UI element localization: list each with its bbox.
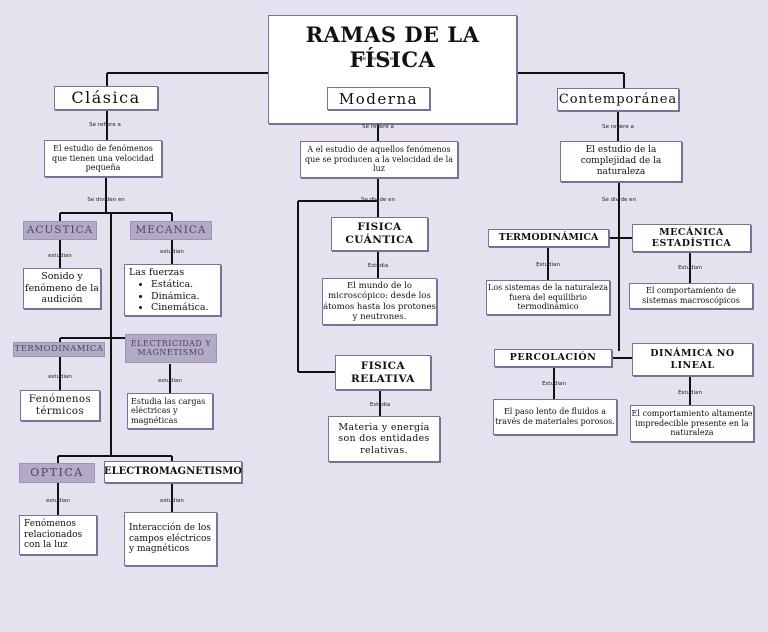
- dinamica-no-lineal-desc: El comportamiento altamente impredecible…: [630, 405, 754, 442]
- termodinamica-clasica-desc-text: Fenómenos térmicos: [28, 393, 92, 417]
- cuantica-box: FISICA CUÁNTICA: [331, 217, 428, 251]
- clasica-desc-text: El estudio de fenómenos que tienen una v…: [52, 144, 154, 173]
- list-item: Dinámica.: [151, 291, 220, 302]
- electricidad-box: ELECTRICIDAD Y MAGNETISMO: [125, 334, 217, 363]
- clasica-connector: Se refiere a: [89, 122, 121, 128]
- title-connector: Se dividen en: [359, 56, 397, 62]
- electricidad-label: ELECTRICIDAD Y MAGNETISMO: [130, 339, 212, 357]
- mecanica-estadistica-label: MECÁNICA ESTADÍSTICA: [651, 226, 732, 249]
- electricidad-connector: estudian: [158, 378, 182, 384]
- relativa-desc-text: Materia y energía son dos entidades rela…: [338, 421, 430, 456]
- acustica-connector: estudian: [48, 253, 72, 259]
- list-item: Estática.: [151, 279, 220, 290]
- cuantica-desc: El mundo de lo microscópico: desde los á…: [322, 278, 437, 325]
- percolacion-label: PERCOLACIÓN: [509, 352, 597, 364]
- clasica-divide-connector: Se dividen en: [87, 197, 125, 203]
- electromagnetismo-desc-text: Interacción de los campos eléctricos y m…: [129, 522, 212, 555]
- electromagnetismo-box: ELECTROMAGNETISMO: [104, 461, 242, 483]
- acustica-desc-text: Sonido y fenómeno de la audición: [25, 271, 99, 306]
- moderna-divide-connector: Se divide en: [361, 197, 395, 203]
- mecanica-estadistica-desc-text: El comportamiento de sistemas macroscópi…: [642, 286, 740, 305]
- electromagnetismo-connector: estudian: [160, 498, 184, 504]
- termodinamica-contemporanea-label: TERMODINÁMICA: [498, 232, 599, 244]
- electricidad-desc-text: Estudia las cargas eléctricas y magnétic…: [131, 396, 206, 425]
- mecanica-label: MECANICA: [135, 223, 207, 236]
- acustica-box: ACUSTICA: [23, 221, 97, 240]
- moderna-desc: A el estudio de aquellos fenómenos que s…: [300, 141, 458, 178]
- optica-desc: Fenómenos relacionados con la luz: [19, 515, 97, 555]
- dinamica-no-lineal-connector: Estudian: [678, 390, 702, 396]
- dinamica-no-lineal-desc-text: El comportamiento altamente impredecible…: [631, 409, 753, 438]
- moderna-desc-text: A el estudio de aquellos fenómenos que s…: [304, 145, 453, 174]
- mecanica-intro: Las fuerzas: [129, 267, 185, 278]
- contemporanea-divide-connector: Se divide en: [602, 197, 636, 203]
- optica-box: OPTICA: [19, 463, 95, 483]
- termodinamica-clasica-label: TERMODINAMICA: [14, 344, 104, 355]
- optica-connector: estudian: [46, 498, 70, 504]
- mecanica-box: MECANICA: [130, 221, 212, 240]
- relativa-label: FISICA RELATIVA: [351, 359, 415, 385]
- termodinamica-contemporanea-box: TERMODINÁMICA: [488, 229, 609, 247]
- percolacion-connector: Estudian: [542, 381, 566, 387]
- termodinamica-contemporanea-desc: Los sistemas de la naturaleza fuera del …: [486, 280, 610, 315]
- termodinamica-clasica-box: TERMODINAMICA: [13, 342, 105, 357]
- electromagnetismo-label: ELECTROMAGNETISMO: [104, 466, 242, 477]
- branch-moderna-label: Moderna: [338, 89, 419, 108]
- contemporanea-desc: El estudio de la complejidad de la natur…: [560, 141, 682, 182]
- cuantica-label: FISICA CUÁNTICA: [345, 221, 414, 246]
- clasica-desc: El estudio de fenómenos que tienen una v…: [44, 140, 162, 177]
- termodinamica-contemporanea-connector: Estudian: [536, 262, 560, 268]
- acustica-desc: Sonido y fenómeno de la audición: [23, 268, 101, 309]
- contemporanea-desc-text: El estudio de la complejidad de la natur…: [580, 145, 662, 177]
- mecanica-connector: estudian: [160, 249, 184, 255]
- percolacion-box: PERCOLACIÓN: [494, 349, 612, 367]
- dinamica-no-lineal-box: DINÁMICA NO LINEAL: [632, 343, 753, 376]
- mecanica-estadistica-connector: Estudian: [678, 265, 702, 271]
- dinamica-no-lineal-label: DINÁMICA NO LINEAL: [650, 348, 735, 371]
- relativa-connector: Estudia: [369, 402, 391, 408]
- electromagnetismo-desc: Interacción de los campos eléctricos y m…: [124, 512, 217, 566]
- relativa-box: FISICA RELATIVA: [335, 355, 431, 390]
- mecanica-estadistica-desc: El comportamiento de sistemas macroscópi…: [629, 283, 753, 309]
- percolacion-desc: El paso lento de fluidos a través de mat…: [493, 399, 617, 435]
- relativa-desc: Materia y energía son dos entidades rela…: [328, 416, 440, 462]
- cuantica-desc-text: El mundo de lo microscópico: desde los á…: [323, 281, 436, 322]
- contemporanea-connector: Se refiere a: [602, 124, 634, 130]
- cuantica-connector: Estudia: [367, 263, 389, 269]
- mecanica-desc: Las fuerzas Estática. Dinámica. Cinemáti…: [124, 264, 221, 316]
- optica-label: OPTICA: [30, 466, 84, 480]
- page-title: RAMAS DE LA FÍSICA: [305, 22, 480, 73]
- termodinamica-clasica-connector: estudian: [48, 374, 72, 380]
- branch-contemporanea-label: Contemporánea: [558, 91, 678, 107]
- termodinamica-clasica-desc: Fenómenos térmicos: [20, 390, 100, 421]
- branch-clasica-label: Clásica: [71, 88, 141, 108]
- electricidad-desc: Estudia las cargas eléctricas y magnétic…: [127, 393, 213, 429]
- branch-contemporanea: Contemporánea: [557, 88, 679, 111]
- moderna-connector: Se refiere a: [362, 124, 394, 130]
- optica-desc-text: Fenómenos relacionados con la luz: [24, 518, 83, 551]
- termodinamica-contemporanea-desc-text: Los sistemas de la naturaleza fuera del …: [488, 283, 608, 312]
- percolacion-desc-text: El paso lento de fluidos a través de mat…: [495, 407, 615, 426]
- fuerzas-list: Estática. Dinámica. Cinemática.: [129, 279, 220, 313]
- acustica-label: ACUSTICA: [26, 223, 94, 236]
- branch-clasica: Clásica: [54, 86, 158, 110]
- list-item: Cinemática.: [151, 302, 220, 313]
- branch-moderna: Moderna: [327, 87, 430, 110]
- mecanica-estadistica-box: MECÁNICA ESTADÍSTICA: [632, 224, 751, 252]
